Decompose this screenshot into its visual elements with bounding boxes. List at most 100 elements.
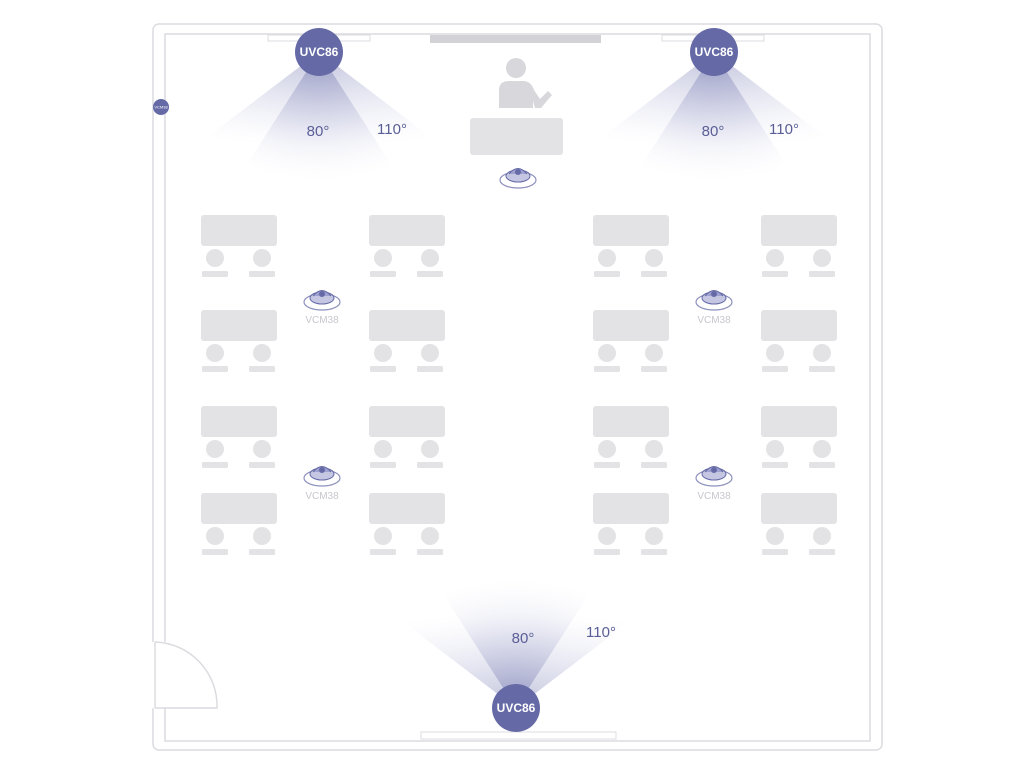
door-swing xyxy=(154,641,218,709)
desk xyxy=(201,215,277,246)
desk-group xyxy=(761,493,837,555)
desk-group xyxy=(201,215,277,277)
door-gap xyxy=(150,642,168,708)
outer-wall xyxy=(152,23,883,751)
camera-coverage: 80° 110° 80° 110° 80° 110° xyxy=(193,52,840,708)
desk-group xyxy=(593,310,669,372)
desk xyxy=(201,310,277,341)
angle-label-narrow: 80° xyxy=(702,123,725,140)
desk xyxy=(201,493,277,524)
ceiling-camera: UVC86 xyxy=(690,28,738,76)
person-seat-icon xyxy=(762,344,788,372)
desk xyxy=(593,493,669,524)
person-seat-icon xyxy=(594,344,620,372)
person-seat-icon xyxy=(417,249,443,277)
person-seat-icon xyxy=(809,527,835,555)
desk-group xyxy=(369,493,445,555)
ceiling-microphone-icon xyxy=(695,290,733,311)
angle-label-wide: 110° xyxy=(377,121,407,138)
desk xyxy=(593,310,669,341)
person-seat-icon xyxy=(202,344,228,372)
person-seat-icon xyxy=(809,344,835,372)
presenter-icon xyxy=(499,58,552,108)
ceiling-camera-icon xyxy=(690,28,738,76)
person-seat-icon xyxy=(594,249,620,277)
person-seat-icon xyxy=(202,440,228,468)
person-seat-icon xyxy=(370,344,396,372)
angle-label-narrow: 80° xyxy=(512,630,535,647)
camera-label: UVC86 xyxy=(300,45,339,59)
ceiling-camera: UVC86 xyxy=(492,684,540,732)
microphone-label: VCM38 xyxy=(305,491,339,502)
desk-group xyxy=(201,310,277,372)
lectern-area xyxy=(470,58,563,155)
desk-group xyxy=(201,406,277,468)
desk-group xyxy=(593,215,669,277)
person-seat-icon xyxy=(762,527,788,555)
wall-device: VCM38 xyxy=(153,99,169,115)
person-seat-icon xyxy=(762,440,788,468)
person-seat-icon xyxy=(202,249,228,277)
desk xyxy=(369,493,445,524)
person-seat-icon xyxy=(249,249,275,277)
desk-group xyxy=(593,406,669,468)
cone-narrow xyxy=(237,52,401,180)
angle-label-narrow: 80° xyxy=(307,123,330,140)
wall-device-label: VCM38 xyxy=(154,105,168,110)
camera-coverage-cone: 80° 110° xyxy=(588,52,840,180)
desk xyxy=(201,406,277,437)
ceiling-microphone-icon xyxy=(499,168,537,189)
desk-group xyxy=(761,310,837,372)
ceiling-microphone-icon xyxy=(303,466,341,487)
ceiling-microphone-icon xyxy=(695,466,733,487)
ceiling-camera: UVC86 xyxy=(295,28,343,76)
window-bottom xyxy=(420,731,617,740)
person-seat-icon xyxy=(594,527,620,555)
person-seat-icon xyxy=(202,527,228,555)
desk xyxy=(761,215,837,246)
ceiling-microphone: VCM38 xyxy=(695,290,733,326)
ceiling-microphone: VCM38 xyxy=(695,466,733,502)
desk xyxy=(593,215,669,246)
angle-label-wide: 110° xyxy=(769,121,799,138)
ceiling-microphone-icon xyxy=(303,290,341,311)
angle-label-wide: 110° xyxy=(586,624,616,641)
camera-label: UVC86 xyxy=(497,701,536,715)
desk xyxy=(761,406,837,437)
person-seat-icon xyxy=(249,527,275,555)
desk-group xyxy=(369,310,445,372)
desk-group xyxy=(761,406,837,468)
desk-group xyxy=(201,493,277,555)
desk-group xyxy=(369,406,445,468)
desk-groups xyxy=(201,215,837,555)
camera-coverage-cone: 80° 110° xyxy=(390,580,642,708)
person-seat-icon xyxy=(370,440,396,468)
person-seat-icon xyxy=(417,440,443,468)
camera-label: UVC86 xyxy=(695,45,734,59)
ceiling-microphone: VCM38 xyxy=(303,466,341,502)
person-seat-icon xyxy=(417,527,443,555)
desk xyxy=(761,493,837,524)
microphone-label: VCM38 xyxy=(697,315,731,326)
person-seat-icon xyxy=(641,249,667,277)
person-seat-icon xyxy=(370,249,396,277)
desk xyxy=(369,215,445,246)
person-seat-icon xyxy=(641,344,667,372)
person-seat-icon xyxy=(809,440,835,468)
cone-narrow xyxy=(434,580,598,708)
desk xyxy=(761,310,837,341)
person-seat-icon xyxy=(370,527,396,555)
person-seat-icon xyxy=(594,440,620,468)
cone-narrow xyxy=(632,52,796,180)
desk xyxy=(369,310,445,341)
person-seat-icon xyxy=(762,249,788,277)
person-seat-icon xyxy=(809,249,835,277)
person-seat-icon xyxy=(249,344,275,372)
ceiling-microphone xyxy=(499,168,537,189)
lectern-desk xyxy=(470,118,563,155)
ceiling-microphone: VCM38 xyxy=(303,290,341,326)
desk-group xyxy=(593,493,669,555)
person-seat-icon xyxy=(641,440,667,468)
